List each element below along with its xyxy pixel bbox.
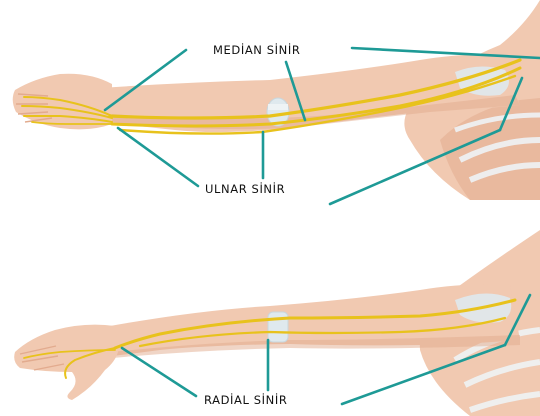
median-nerve-label: MEDİAN SİNİR bbox=[211, 43, 302, 57]
lower-arm bbox=[14, 230, 540, 416]
ulnar-nerve-label: ULNAR SİNİR bbox=[203, 182, 287, 196]
lower-hand bbox=[14, 325, 118, 400]
radial-nerve-label: RADİAL SİNİR bbox=[202, 393, 289, 407]
upper-arm bbox=[13, 0, 540, 204]
